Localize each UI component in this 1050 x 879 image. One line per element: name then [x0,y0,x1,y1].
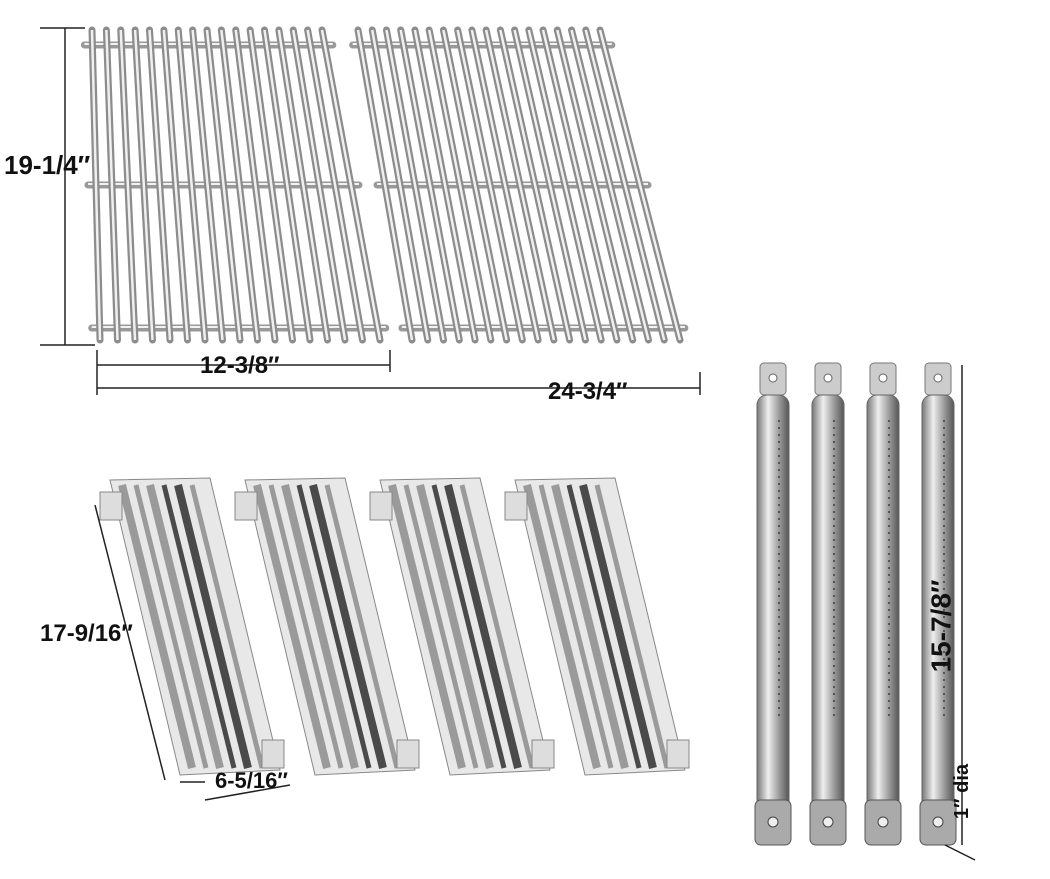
grate-rod-highlight [133,29,154,341]
heat-plate-width-dimension-line [204,784,291,801]
grate-rod-highlight [277,29,329,341]
burner-screw [877,816,889,828]
heat-plate-rib [403,484,479,769]
grate-rod-highlight [556,29,634,341]
grate-single-width-label: 12-3/8″ [200,352,280,379]
grate-rod-highlight [399,29,461,341]
heat-plate-rib [189,484,265,769]
heat-plate-bracket [261,739,285,769]
burner-diameter-label: 1″ dia [951,763,974,820]
heat-plate-rib [594,484,670,769]
burner-tab-hole [823,373,833,383]
grate-rod-highlight [527,29,603,341]
burner-screw [822,816,834,828]
heat-plate-rib [566,484,642,769]
grate-rod-highlight [205,29,242,341]
grate-rod-highlight [177,29,207,341]
grate-rod-highlight [191,29,224,341]
grate-rod-highlight [248,29,294,341]
grate-rod-highlight [220,29,259,341]
heat-plate-rib [296,484,372,769]
heat-plate-rib [579,484,657,769]
grate-rod-highlight [263,29,312,341]
grate-rod-highlight [427,29,493,341]
heat-plate-rib [161,484,237,769]
grate-rod-highlight [234,29,277,341]
heat-plate-width-label: 6-5/16″ [215,768,288,793]
grate-rod-highlight [442,29,508,341]
heat-plate-bracket [666,739,690,769]
grate-rod-highlight [90,29,102,341]
heat-plate-rib [309,484,387,769]
heat-plate-rib [268,484,344,769]
grate-rod-highlight [513,29,587,341]
heat-plate-bracket [396,739,420,769]
burner-tube [811,394,845,836]
burner-length-label: 15-7/8″ [925,579,957,673]
heat-plate-rib [174,484,252,769]
heat-plate-bracket [99,491,123,521]
burner-tab-hole [768,373,778,383]
grate-rod-highlight [413,29,477,341]
grate-rod-highlight [105,29,119,341]
heat-plate-bracket [531,739,555,769]
burner-screw [767,816,779,828]
heat-plate-rib [281,484,359,769]
heat-plate-rib [444,484,522,769]
grate-rod-highlight [162,29,189,341]
heat-plate-rib [324,484,400,769]
burner-tube [866,394,900,836]
grate-rod-highlight [371,29,429,341]
grate-rod-highlight [320,29,382,341]
grate-depth-label: 19-1/4″ [4,150,91,180]
grate-rod-highlight [119,29,137,341]
grate-rod-highlight [306,29,364,341]
grate-rod-highlight [148,29,172,341]
heat-plate-rib [118,484,196,769]
grate-rod-highlight [499,29,571,341]
grate-rod-highlight [598,29,682,341]
dimension-tick [944,844,976,861]
grate-rod-highlight [484,29,556,341]
heat-plate-rib [459,484,535,769]
heat-plate-bracket [369,491,393,521]
grate-rod-highlight [385,29,445,341]
heat-plate-length-label: 17-9/16″ [40,620,133,647]
heat-plate-rib [146,484,224,769]
grate-rod-highlight [570,29,650,341]
grate-rod-highlight [356,29,414,341]
grate-total-width-label: 24-3/4″ [548,378,628,405]
burner-tab-hole [878,373,888,383]
grate-rod-highlight [541,29,619,341]
heat-plate-length-dimension-line [94,504,166,781]
burner-tube [756,394,790,836]
heat-plate-rib [388,484,466,769]
heat-plate-rib [551,484,629,769]
grate-rod-highlight [470,29,540,341]
grate-rod-highlight [456,29,524,341]
heat-plate-bracket [504,491,528,521]
heat-plate-rib [538,484,614,769]
burner-screw [932,816,944,828]
grate-rod-highlight [584,29,666,341]
burner-tab-hole [933,373,943,383]
heat-plate-rib [133,484,209,769]
heat-plate-rib [416,484,494,769]
heat-plate-rib [253,484,331,769]
heat-plate-rib [431,484,507,769]
heat-plate-rib [523,484,601,769]
grate-rod-highlight [292,29,347,341]
heat-plate-bracket [234,491,258,521]
